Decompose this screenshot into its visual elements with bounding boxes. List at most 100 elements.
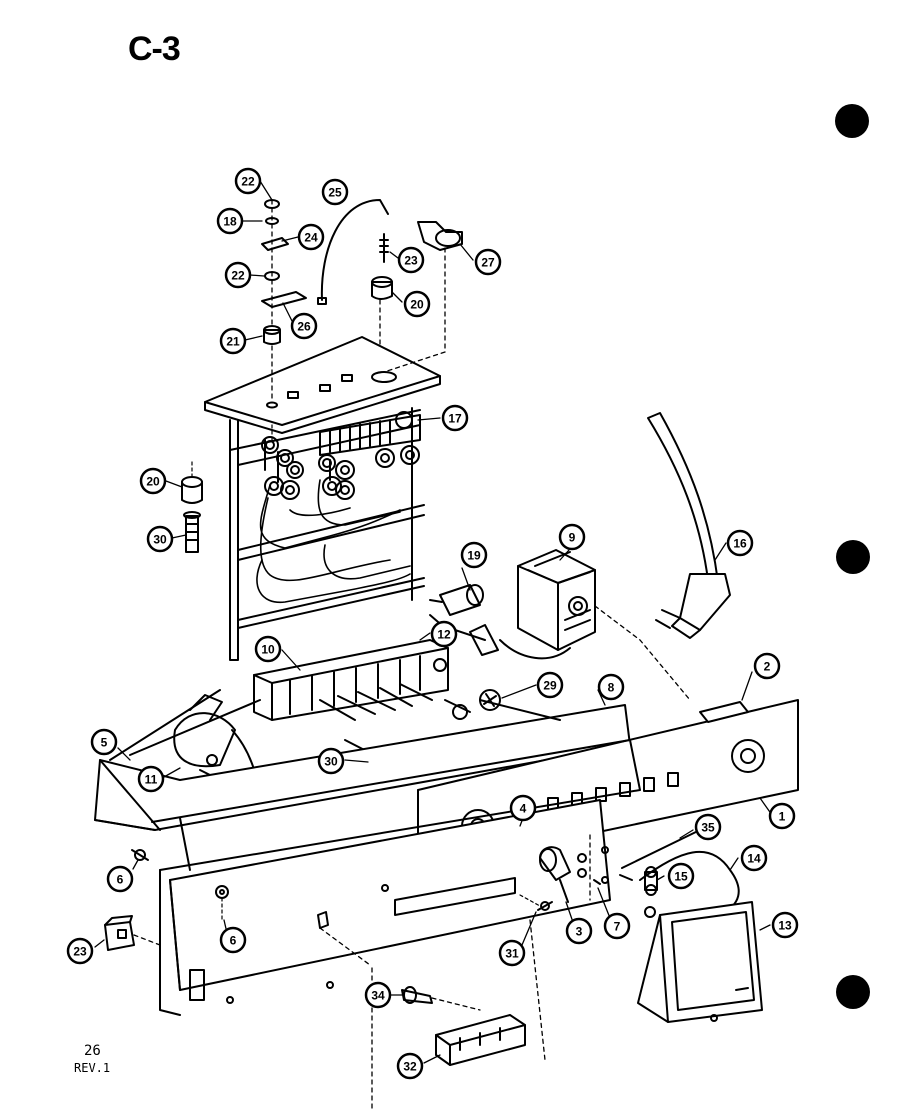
callout-circle: [603, 912, 631, 940]
callout-label: 31: [505, 947, 519, 961]
callout-label: 7: [614, 920, 621, 934]
callout-circle: [597, 673, 625, 701]
callout-circle: [290, 312, 318, 340]
callout-circle: [397, 246, 425, 274]
callout-26: 26: [290, 312, 318, 340]
callout-34: 34: [364, 981, 392, 1009]
callout-label: 20: [146, 475, 160, 489]
callout-label: 6: [230, 934, 237, 948]
callout-label: 27: [481, 256, 495, 270]
heater-frame: [229, 407, 425, 661]
callout-circle: [565, 917, 593, 945]
callout-label: 8: [608, 681, 615, 695]
console-housing: [151, 739, 641, 1016]
callout-29: 29: [536, 671, 564, 699]
standoff-and-bolt: [181, 461, 203, 553]
callout-circle: [753, 652, 781, 680]
callout-22: 22: [224, 261, 252, 289]
callout-label: 9: [569, 531, 576, 545]
power-cord: [647, 412, 731, 639]
callout-circle: [219, 327, 247, 355]
callout-label: 17: [448, 412, 462, 426]
element-terminal-insulators: [261, 411, 421, 500]
callout-label: 4: [520, 802, 527, 816]
callout-label: 16: [733, 537, 747, 551]
callout-label: 34: [371, 989, 385, 1003]
callout-circle: [364, 981, 392, 1009]
callout-circle: [254, 635, 282, 663]
callout-13: 13: [771, 911, 799, 939]
callout-15: 15: [667, 862, 695, 890]
callout-circle: [509, 794, 537, 822]
callout-32: 32: [396, 1052, 424, 1080]
callout-14: 14: [740, 844, 768, 872]
fan-motor: [173, 694, 260, 801]
callout-6: 6: [219, 926, 247, 954]
callout-circle: [90, 728, 118, 756]
callout-circle: [694, 813, 722, 841]
callout-circle: [146, 525, 174, 553]
callout-label: 1: [779, 810, 786, 824]
terminal-strip: [371, 919, 546, 1109]
callout-19: 19: [460, 541, 488, 569]
callout-circle: [460, 541, 488, 569]
callout-27: 27: [474, 248, 502, 276]
revision-label: REV.1: [74, 1061, 111, 1075]
callout-label: 14: [747, 852, 761, 866]
jumper-wire: [320, 199, 389, 301]
callout-label: 25: [328, 186, 342, 200]
timer-motor: [499, 549, 691, 701]
harness-and-fuse: [619, 829, 740, 918]
callout-label: 20: [410, 298, 424, 312]
callout-6: 6: [106, 865, 134, 893]
callout-circle: [216, 207, 244, 235]
indicator-light: [539, 846, 571, 903]
callout-3: 3: [565, 917, 593, 945]
callout-11: 11: [137, 765, 165, 793]
callout-circle: [430, 620, 458, 648]
callout-circle: [321, 178, 349, 206]
callout-circle: [441, 404, 469, 432]
callout-circle: [498, 939, 526, 967]
callout-7: 7: [603, 912, 631, 940]
callout-25: 25: [321, 178, 349, 206]
callout-31: 31: [498, 939, 526, 967]
callout-label: 30: [324, 755, 338, 769]
callout-21: 21: [219, 327, 247, 355]
callout-label: 29: [543, 679, 557, 693]
callout-35: 35: [694, 813, 722, 841]
callout-30: 30: [146, 525, 174, 553]
callout-circle: [771, 911, 799, 939]
thermal-limit: [383, 221, 463, 373]
callout-4: 4: [509, 794, 537, 822]
callout-2: 2: [753, 652, 781, 680]
access-door: [637, 901, 763, 1023]
callout-circle: [219, 926, 247, 954]
callout-circle: [396, 1052, 424, 1080]
callout-label: 26: [297, 320, 311, 334]
binder-hole-middle: [836, 540, 870, 574]
callout-circle: [234, 167, 262, 195]
callout-label: 23: [404, 254, 418, 268]
callout-30: 30: [317, 747, 345, 775]
callout-16: 16: [726, 529, 754, 557]
callout-17: 17: [441, 404, 469, 432]
callout-label: 2: [764, 660, 771, 674]
callout-22: 22: [234, 167, 262, 195]
callout-label: 12: [437, 628, 451, 642]
callout-circle: [317, 747, 345, 775]
callout-24: 24: [297, 223, 325, 251]
callout-circle: [66, 937, 94, 965]
callout-circle: [403, 290, 431, 318]
callout-23: 23: [66, 937, 94, 965]
top-mounting-plate: [204, 336, 441, 434]
callout-label: 11: [145, 773, 158, 787]
bracket-2: [699, 701, 749, 723]
callout-label: 13: [778, 919, 792, 933]
callout-label: 22: [231, 269, 245, 283]
switch-bank: [253, 639, 501, 721]
upper-hardware-stack: [261, 199, 307, 401]
callout-12: 12: [430, 620, 458, 648]
binder-hole-top: [835, 104, 869, 138]
